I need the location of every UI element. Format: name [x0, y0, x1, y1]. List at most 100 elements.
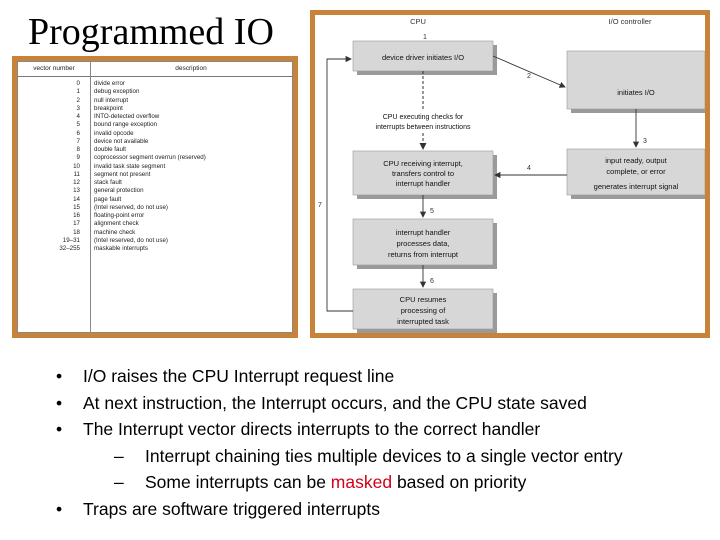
table-row: 8 double fault: [18, 146, 292, 154]
description-cell: invalid opcode: [94, 129, 134, 137]
vector-number-cell: 14: [73, 195, 80, 203]
box-handler-line-1: interrupt handler: [396, 228, 451, 237]
step-label-1: 1: [423, 34, 427, 41]
bullet-item: • Traps are software triggered interrupt…: [56, 496, 716, 523]
table-row: 5 bound range exception: [18, 121, 292, 129]
description-cell: bound range exception: [94, 121, 157, 129]
bullet-item: • The Interrupt vector directs interrupt…: [56, 416, 716, 443]
step-label-5: 5: [430, 208, 434, 215]
description-cell: (Intel reserved, do not use): [94, 203, 168, 211]
sub-bullet-text-post: based on priority: [392, 472, 527, 492]
vector-number-cell: 8: [76, 146, 80, 153]
description-cell: INTO-detected overflow: [94, 113, 160, 120]
box-receiving-line-1: CPU receiving interrupt,: [383, 159, 463, 168]
sub-bullet-item: – Interrupt chaining ties multiple devic…: [56, 443, 716, 470]
vector-number-cell: 4: [76, 113, 80, 120]
table-body: 0 divide error 1 debug exception 2 null inter…: [18, 77, 292, 253]
vector-number-cell: 6: [76, 129, 80, 137]
box-io-initiates: [566, 50, 705, 110]
box-interrupt-handler: [352, 218, 494, 266]
bullet-text: The Interrupt vector directs interrupts …: [83, 419, 541, 439]
table-row: 16 floating-point error: [18, 212, 292, 220]
vector-number-cell: 16: [73, 212, 80, 219]
arrow-2: [492, 55, 566, 88]
interrupt-flow-figure: CPU I/O controller 1 device driver initi…: [310, 10, 710, 338]
vector-number-cell: 5: [76, 121, 80, 129]
vector-number-cell: 10: [73, 162, 80, 170]
box-receiving-line-3: interrupt handler: [396, 179, 451, 188]
sub-bullet-item: – Some interrupts can be masked based on…: [56, 469, 716, 496]
bullet-item: • I/O raises the CPU Interrupt request l…: [56, 363, 716, 390]
description-cell: alignment check: [94, 220, 139, 228]
description-cell: page fault: [94, 195, 122, 203]
box-device-driver-text: device driver initiates I/O: [382, 53, 464, 62]
table-header: vector number description: [18, 62, 292, 77]
bullet-text: I/O raises the CPU Interrupt request lin…: [83, 366, 395, 386]
description-cell: debug exception: [94, 88, 140, 96]
table-row: 4 INTO-detected overflow: [18, 113, 292, 121]
box-cpu-resumes: [352, 288, 494, 330]
table-row: 19–31(Intel reserved, do not use): [18, 237, 292, 245]
interrupt-flow-diagram: CPU I/O controller 1 device driver initi…: [315, 15, 705, 333]
vector-number-cell: 32–255: [59, 245, 80, 252]
description-cell: double fault: [94, 146, 126, 153]
vector-number-cell: 13: [73, 187, 80, 195]
header-vector-number: vector number: [33, 65, 75, 72]
box-ready-line-3: generates interrupt signal: [594, 182, 679, 191]
box-cpu-receiving: [352, 150, 494, 196]
bullet-marker: •: [56, 366, 63, 386]
vector-number-cell: 9: [76, 154, 80, 162]
column-label-io-controller: I/O controller: [609, 17, 652, 26]
table-row: 6 invalid opcode: [18, 130, 292, 138]
vector-number-cell: 1: [76, 88, 80, 96]
step-label-3: 3: [643, 138, 647, 145]
step-label-2: 2: [527, 73, 531, 80]
slide-title: Programmed IO: [28, 11, 274, 53]
table-row: 15 (Intel reserved, do not use): [18, 204, 292, 212]
vector-number-cell: 11: [73, 170, 80, 178]
header-description: description: [175, 65, 207, 72]
vector-number-cell: 0: [76, 80, 80, 87]
table-row: 14 page fault: [18, 196, 292, 204]
table-row: 10 invalid task state segment: [18, 163, 292, 171]
step-label-6: 6: [430, 278, 434, 285]
bullet-marker: •: [56, 419, 63, 439]
vector-number-cell: 15: [73, 203, 80, 211]
description-cell: invalid task state segment: [94, 162, 166, 170]
flow-diagram-svg: CPU I/O controller 1 device driver initi…: [318, 17, 705, 333]
vector-number-cell: 19–31: [62, 236, 80, 244]
sub-bullet-text-pre: Some interrupts can be: [145, 472, 331, 492]
description-cell: stack fault: [94, 179, 122, 186]
description-cell: coprocessor segment overrun (reserved): [94, 154, 206, 162]
description-cell: machine check: [94, 228, 136, 236]
bullet-text: At next instruction, the Interrupt occur…: [83, 392, 587, 413]
cpu-executing-line-2: interrupts between instructions: [376, 124, 471, 131]
description-cell: device not available: [94, 137, 149, 145]
sub-bullet-marker: –: [114, 445, 124, 466]
table-column-divider: [90, 62, 91, 332]
masked-highlight: masked: [330, 472, 393, 492]
bullet-marker: •: [56, 498, 63, 519]
box-device-driver: [352, 40, 494, 72]
description-cell: floating-point error: [94, 212, 145, 219]
step-label-4: 4: [527, 165, 531, 172]
box-handler-line-3: returns from interrupt: [388, 250, 459, 259]
vector-number-cell: 12: [73, 179, 80, 186]
box-resume-line-2: processing of: [401, 306, 447, 315]
description-cell: divide error: [94, 80, 125, 87]
description-cell: breakpoint: [94, 104, 123, 112]
table-row: 3 breakpoint: [18, 105, 292, 113]
sub-bullet-marker: –: [114, 472, 124, 492]
description-cell: null interrupt: [94, 96, 129, 104]
vector-number-cell: 3: [76, 104, 80, 112]
vector-number-cell: 2: [76, 96, 80, 104]
bullet-list: • I/O raises the CPU Interrupt request l…: [56, 363, 716, 522]
table-row: 1 debug exception: [18, 88, 292, 96]
bullet-text: Traps are software triggered interrupts: [83, 498, 380, 519]
box-resume-line-1: CPU resumes: [400, 295, 447, 304]
